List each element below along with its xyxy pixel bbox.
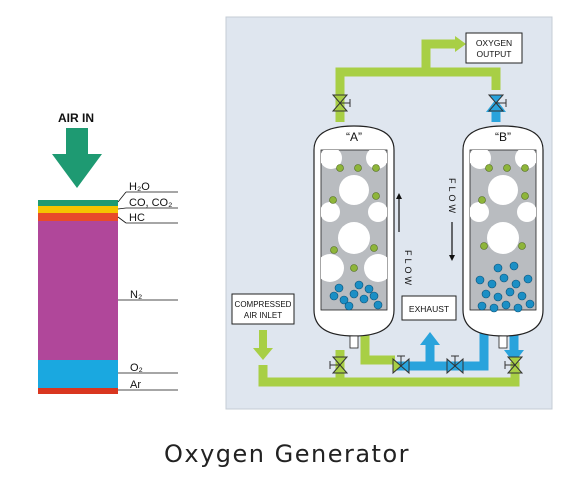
- svg-text:FLOW: FLOW: [447, 178, 457, 216]
- layer-h2o: [38, 200, 118, 206]
- h2o-label: H₂O: [129, 181, 150, 193]
- layer-ar: [38, 388, 118, 394]
- o2-label: O₂: [130, 362, 143, 374]
- tower-a: [313, 125, 395, 349]
- exhaust-box: [401, 295, 457, 321]
- oxygen-output-arrow: [455, 36, 466, 52]
- ar-label: Ar: [130, 379, 141, 391]
- exhaust-arrow: [420, 332, 440, 345]
- layer-n2: [38, 221, 118, 360]
- oxygen-output-box: [465, 32, 523, 64]
- nitrogen-beads-b: [475, 261, 535, 313]
- sieve-media-b: [470, 150, 536, 254]
- sieve-beads-a: [329, 164, 380, 272]
- sieve-media-a: [321, 150, 387, 282]
- tower-b: [462, 125, 544, 349]
- air-in-label: AIR IN: [58, 111, 94, 125]
- leader-lines: [117, 191, 178, 391]
- oxygen-output-label-line1: OXYGEN: [476, 38, 512, 48]
- oxygen-generator-diagram: “A” “B” FLOW: [225, 16, 553, 410]
- tower-b-label: “B”: [495, 130, 511, 144]
- caption-title: Oxygen Generator: [163, 440, 410, 468]
- n2-label: N₂: [130, 289, 142, 301]
- layer-o2: [38, 360, 118, 388]
- compressed-air-label-line1: COMPRESSED: [235, 300, 292, 309]
- oxygen-output-label-line2: OUTPUT: [477, 49, 512, 59]
- air-in-arrow: [52, 128, 102, 188]
- svg-text:FLOW: FLOW: [403, 250, 413, 288]
- flow-indicator-b: FLOW: [447, 178, 457, 261]
- hc-label: HC: [129, 212, 145, 224]
- exhaust-label: EXHAUST: [409, 304, 449, 314]
- layer-co-co2: [38, 206, 118, 213]
- sieve-beads-b: [478, 164, 529, 250]
- nitrogen-beads-a: [329, 280, 383, 311]
- layer-hc: [38, 213, 118, 221]
- inlet-down-arrow: [253, 348, 273, 360]
- co-co2-label: CO, CO₂: [129, 197, 172, 209]
- tower-a-label: “A”: [346, 130, 362, 144]
- valves: [329, 94, 524, 375]
- compressed-air-box: [231, 293, 295, 325]
- air-composition-chart: AIR IN H₂O CO, CO₂ HC N₂ O₂ Ar: [38, 111, 178, 394]
- flow-indicator-a: FLOW: [396, 193, 413, 288]
- compressed-air-label-line2: AIR INLET: [244, 311, 282, 320]
